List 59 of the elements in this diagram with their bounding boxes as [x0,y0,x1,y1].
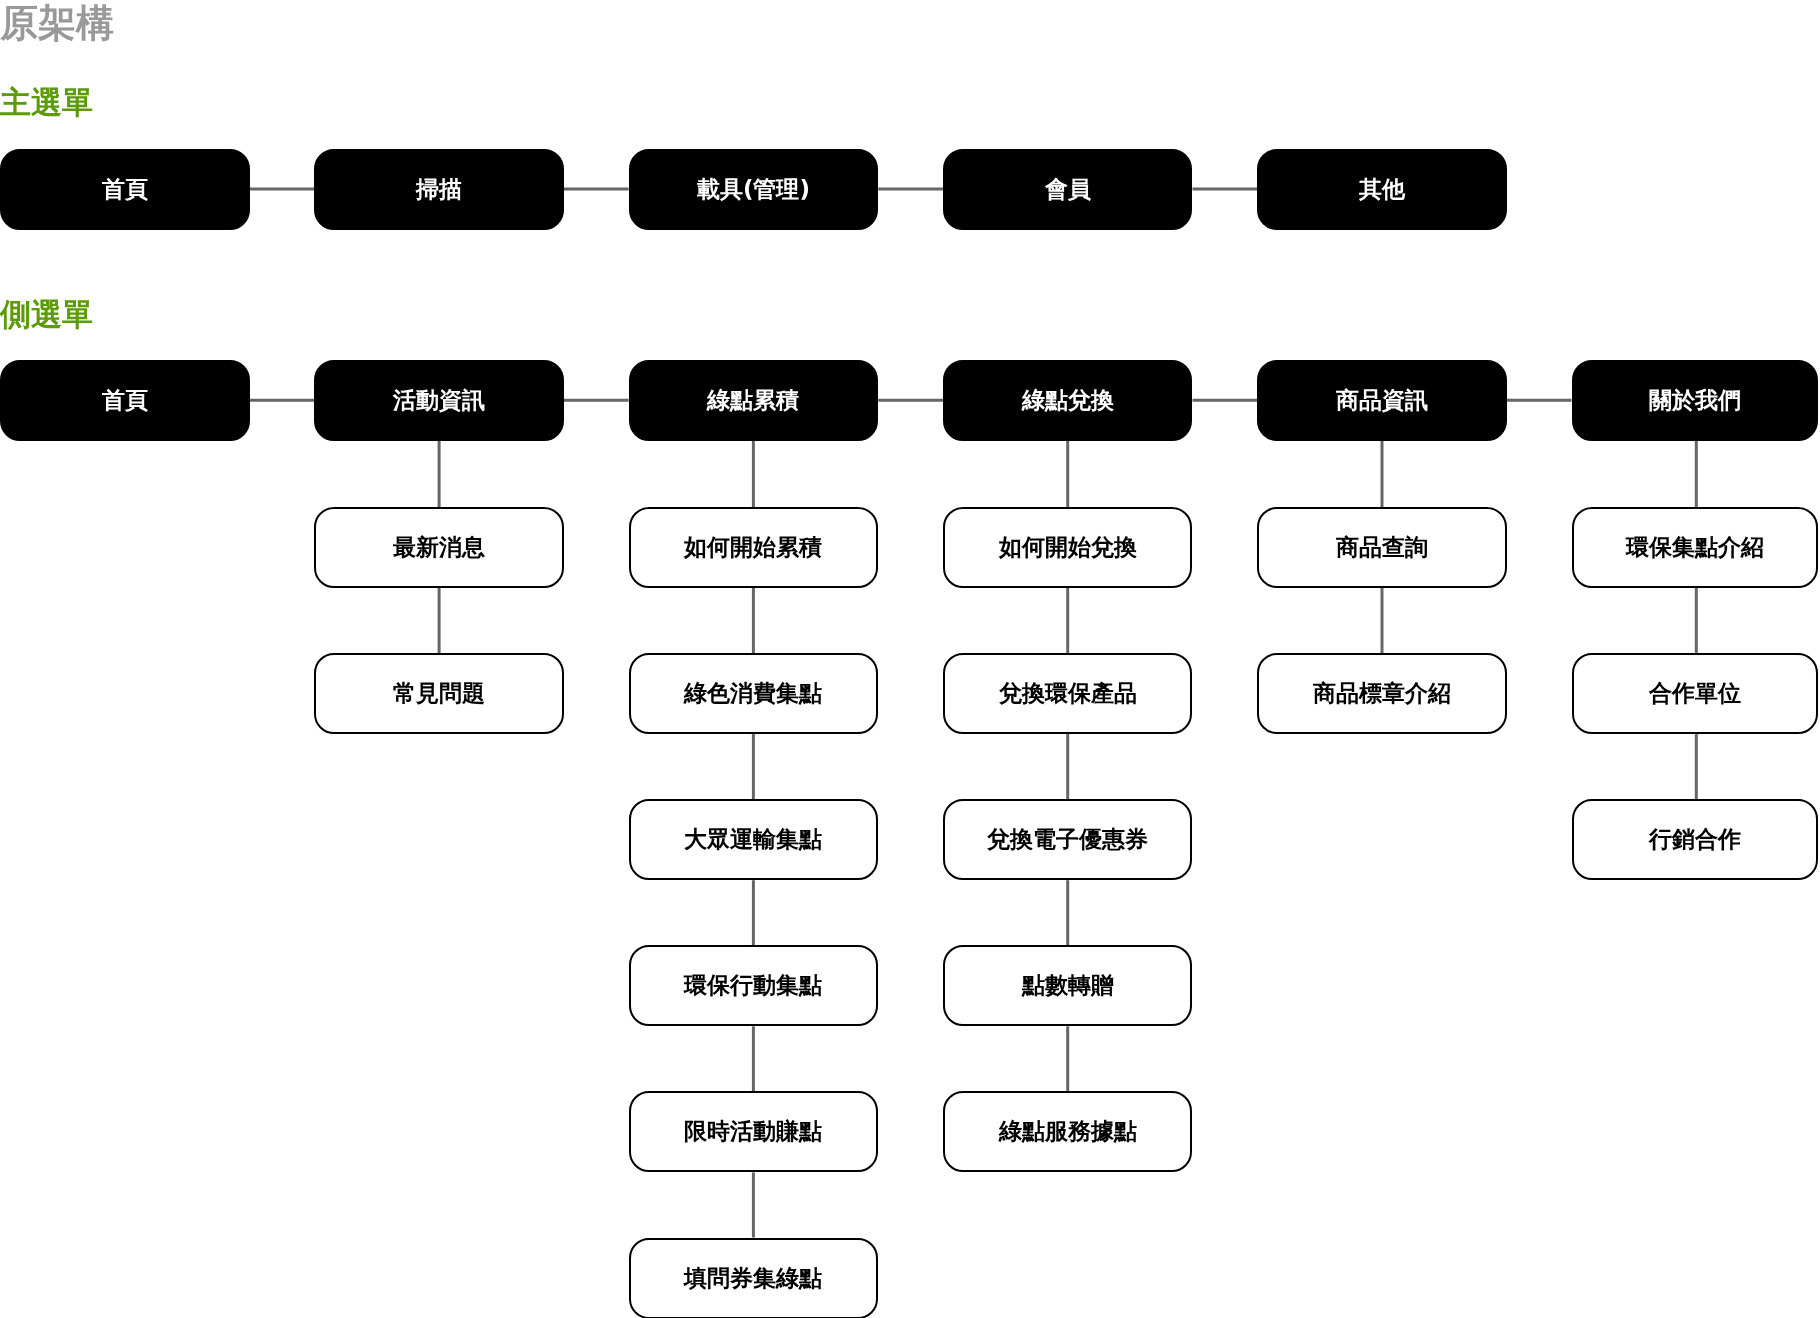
connector-line [1066,440,1070,507]
menu-box: 其他 [1257,148,1507,230]
menu-box: 商品資訊 [1257,359,1507,441]
connector-line [1066,734,1070,800]
connector-line [751,734,755,800]
section-heading: 側選單 [0,295,93,334]
connector-line [751,588,755,654]
connector-line [1192,398,1258,402]
submenu-box: 點數轉贈 [942,945,1193,1027]
submenu-box: 如何開始累積 [628,507,879,588]
connector-line [1192,187,1258,191]
submenu-box: 行銷合作 [1571,799,1818,881]
submenu-box: 商品查詢 [1257,507,1507,588]
menu-box: 首頁 [0,148,250,230]
connector-line [878,187,943,191]
submenu-box: 常見問題 [314,653,564,735]
connector-line [249,398,315,402]
connector-line [878,398,943,402]
submenu-box: 如何開始兌換 [942,507,1193,588]
submenu-box: 限時活動賺點 [628,1091,879,1173]
connector-line [751,1172,755,1238]
connector-line [1694,734,1698,800]
connector-line [1694,440,1698,507]
section-heading: 主選單 [0,83,93,122]
connector-line [751,880,755,946]
connector-line [1506,398,1572,402]
connector-line [1066,1026,1070,1092]
connector-line [249,187,315,191]
connector-line [1380,588,1384,654]
page-title: 原架構 [0,0,114,47]
submenu-box: 綠色消費集點 [628,653,879,735]
menu-box: 會員 [942,148,1193,230]
menu-box: 活動資訊 [314,359,564,441]
connector-line [751,440,755,507]
connector-line [437,588,441,654]
menu-box: 首頁 [0,359,250,441]
connector-line [1694,588,1698,654]
menu-box: 載具(管理) [628,148,879,230]
submenu-box: 填問券集綠點 [628,1237,879,1318]
connector-line [1066,588,1070,654]
menu-box: 綠點累積 [628,359,879,441]
menu-box: 關於我們 [1571,359,1818,441]
submenu-box: 兌換電子優惠券 [942,799,1193,881]
menu-box: 綠點兌換 [942,359,1193,441]
connector-line [563,187,629,191]
submenu-box: 最新消息 [314,507,564,588]
submenu-box: 綠點服務據點 [942,1091,1193,1173]
connector-line [437,440,441,507]
connector-line [563,398,629,402]
submenu-box: 合作單位 [1571,653,1818,735]
submenu-box: 大眾運輸集點 [628,799,879,881]
submenu-box: 環保集點介紹 [1571,507,1818,588]
connector-line [751,1026,755,1092]
submenu-box: 兌換環保產品 [942,653,1193,735]
submenu-box: 環保行動集點 [628,945,879,1027]
connector-line [1380,440,1384,507]
submenu-box: 商品標章介紹 [1257,653,1507,735]
menu-box: 掃描 [314,148,564,230]
connector-line [1066,880,1070,946]
